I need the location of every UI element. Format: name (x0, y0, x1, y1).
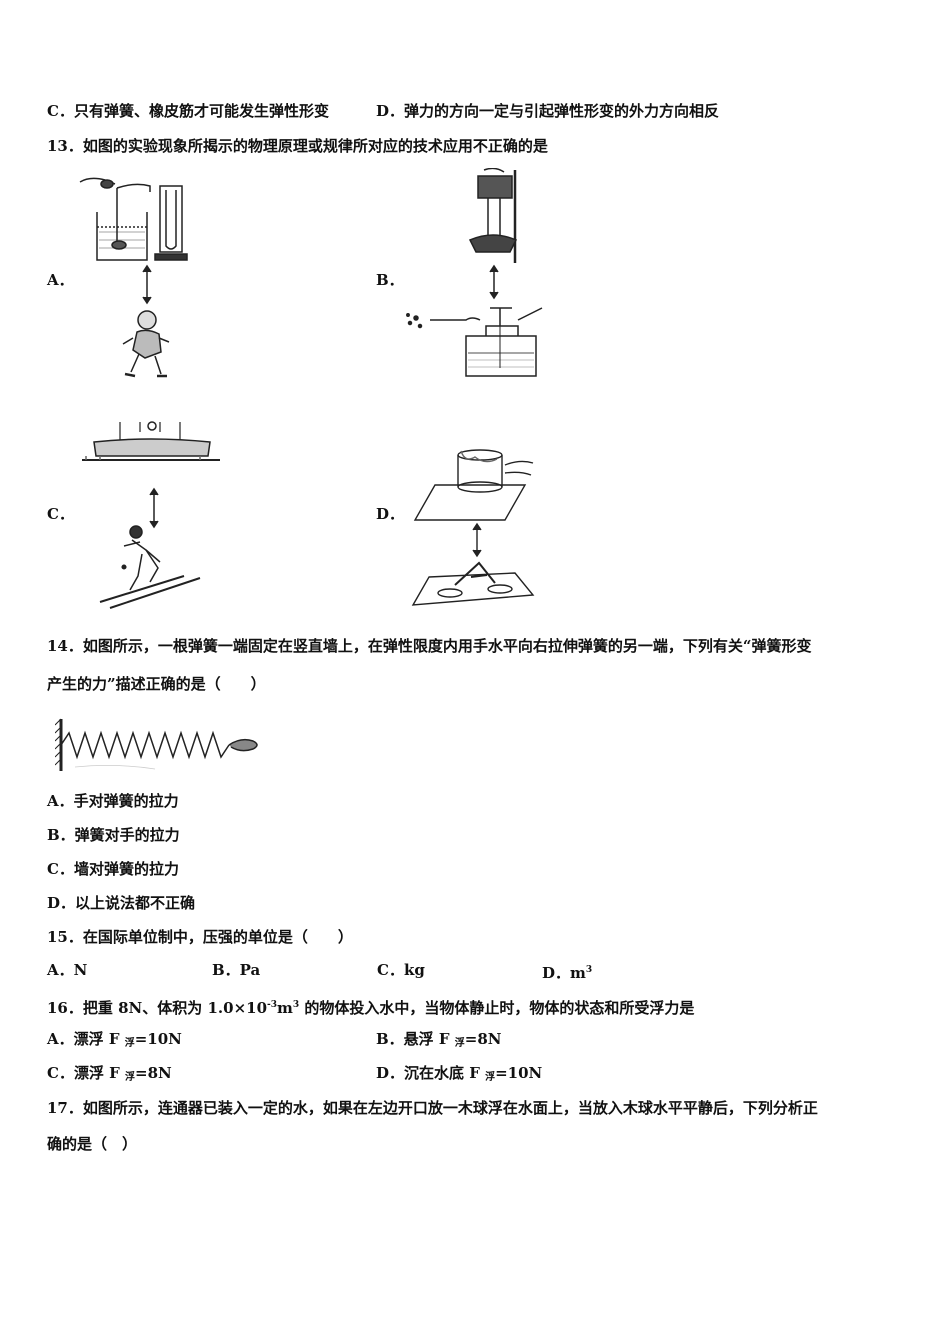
q16-stem-sup1: -3 (267, 1000, 278, 1010)
q16-option-d-post: =10N (495, 1064, 543, 1082)
q16-stem-part1: 16．把重 8N、体积为 1.0×10 (47, 999, 268, 1017)
q14-option-a: A．手对弹簧的拉力 (47, 792, 179, 810)
q14-option-c: C．墙对弹簧的拉力 (47, 860, 179, 878)
q14-option-b: B．弹簧对手的拉力 (47, 826, 180, 844)
q16-stem-part3: 的物体投入水中，当物体静止时，物体的状态和所受浮力是 (299, 999, 695, 1017)
q16-option-c-post: =8N (135, 1064, 172, 1082)
q15-stem: 15．在国际单位制中，压强的单位是（ ） (47, 928, 353, 946)
q12-option-d: D．弹力的方向一定与引起弹性形变的外力方向相反 (376, 102, 720, 120)
q16-stem-sup2: 3 (292, 1000, 300, 1010)
q14-option-d: D．以上说法都不正确 (47, 894, 196, 912)
q17-stem-line2: 确的是（ ） (47, 1135, 138, 1153)
q16-stem-part2: m (277, 999, 293, 1017)
q16-option-d-sub: 浮 (485, 1072, 496, 1083)
q16-option-a-pre: A．漂浮 F (47, 1030, 125, 1048)
q16-option-d: D．沉在水底 F 浮=10N (376, 1063, 542, 1088)
q16-option-b-pre: B．悬浮 F (376, 1030, 455, 1048)
q16-option-b: B．悬浮 F 浮=8N (376, 1029, 502, 1054)
q13-figure-a (79, 177, 188, 378)
q13-figure-c (82, 421, 220, 609)
q15-option-d-sup: 3 (585, 965, 593, 975)
q15-option-d: D．m3 (542, 960, 592, 983)
q15-option-b: B．Pa (212, 961, 261, 979)
q15-option-c: C．kg (377, 961, 425, 979)
q16-option-a-sub: 浮 (124, 1038, 135, 1049)
q13-option-a-label: A． (47, 271, 74, 289)
q13-option-c-label: C． (47, 505, 74, 523)
q15-option-d-text: D．m (542, 964, 586, 982)
q14-spring-figure (55, 718, 258, 771)
q15-option-a: A．N (47, 961, 88, 979)
q13-option-d-label: D． (376, 505, 405, 523)
q13-stem: 13．如图的实验现象所揭示的物理原理或规律所对应的技术应用不正确的是 (47, 137, 548, 155)
q16-option-c-pre: C．漂浮 F (47, 1064, 126, 1082)
q16-option-a-post: =10N (134, 1030, 182, 1048)
q16-stem: 16．把重 8N、体积为 1.0×10-3m3 的物体投入水中，当物体静止时，物… (47, 995, 694, 1018)
q16-option-b-post: =8N (464, 1030, 502, 1048)
q16-option-b-sub: 浮 (454, 1038, 465, 1049)
q16-option-c-sub: 浮 (125, 1072, 136, 1083)
q13-figure-b (406, 168, 543, 377)
q13-figure-d (411, 449, 535, 606)
q16-option-c: C．漂浮 F 浮=8N (47, 1063, 172, 1088)
q14-stem-line1: 14．如图所示，一根弹簧一端固定在竖直墙上，在弹性限度内用手水平向右拉伸弹簧的另… (47, 637, 812, 655)
q17-stem-line1: 17．如图所示，连通器已装入一定的水，如果在左边开口放一木球浮在水面上，当放入木… (47, 1099, 818, 1117)
q14-stem-line2: 产生的力”描述正确的是（ ） (47, 675, 266, 693)
q13-option-b-label: B． (376, 271, 404, 289)
q16-option-a: A．漂浮 F 浮=10N (47, 1029, 182, 1054)
q16-option-d-pre: D．沉在水底 F (376, 1064, 486, 1082)
q12-option-c: C．只有弹簧、橡皮筋才可能发生弹性形变 (47, 102, 329, 120)
